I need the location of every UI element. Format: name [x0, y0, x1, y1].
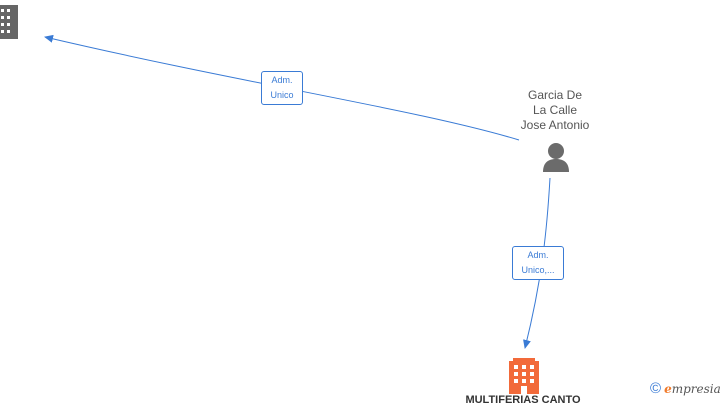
edge-label-line: Adm. [271, 75, 293, 85]
person-name[interactable]: Garcia De La Calle Jose Antonio [495, 88, 615, 133]
edge-label-line: Unico,... [521, 265, 555, 275]
person-name-line: La Calle [532, 103, 578, 117]
brand-logo: © empresia [650, 380, 721, 397]
edge-label-line: Unico [270, 90, 294, 100]
person-icon[interactable] [543, 143, 569, 172]
person-name-line: Garcia De [527, 88, 583, 102]
edge-person-to-company-left [44, 34, 520, 141]
edge-label-line: Adm. [527, 250, 549, 260]
person-name-line: Jose Antonio [520, 118, 590, 132]
building-icon[interactable] [0, 5, 18, 39]
edge-label-adm-unico[interactable]: Adm. Unico [261, 71, 303, 105]
brand-rest: mpresia [671, 381, 721, 396]
building-icon[interactable] [509, 358, 539, 394]
edge-label-adm-unico-more[interactable]: Adm. Unico,... [512, 246, 564, 280]
company-name[interactable]: MULTIFERIAS CANTO [465, 394, 581, 406]
brand-name: empresia [664, 382, 721, 396]
copyright-icon: © [650, 380, 662, 397]
brand-first-letter: e [664, 381, 672, 396]
